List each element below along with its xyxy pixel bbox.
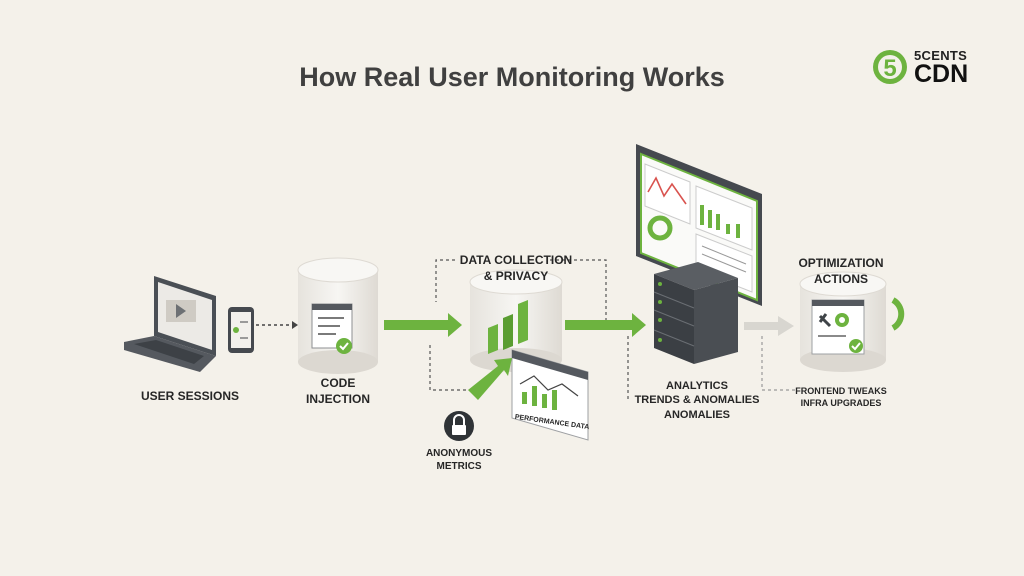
label-optimization-actions: OPTIMIZATION ACTIONS [784,256,898,287]
page-title: How Real User Monitoring Works [299,62,725,92]
logo-badge-digit: 5 [883,55,896,82]
label-code-injection: CODE INJECTION [296,376,380,407]
logo-line1: 5CENTS [914,48,968,63]
label-analytics-line2: TRENDS & ANOMALIES [634,394,760,407]
label-optimization-line1: OPTIMIZATION [798,256,884,270]
label-anonymous-metrics-line1: ANONYMOUS [425,448,493,459]
lock-icon [444,411,474,441]
label-data-collection-line1: DATA COLLECTION [459,253,573,267]
logo-badge-icon: 5 [873,50,907,84]
label-frontend-tweaks: FRONTEND TWEAKS [795,386,887,396]
check-icon [849,339,863,353]
dashboard-monitor-icon [636,144,762,306]
phone-icon [228,307,254,353]
privacy-dashed-frame [429,259,607,391]
label-code-injection-line2: INJECTION [305,391,370,406]
brand-logo: 5 5CENTS CDN [870,46,990,90]
data-collection-cylinder [469,269,563,372]
bar-chart-icon [488,324,498,354]
label-analytics: ANALYTICS TRENDS & ANOMALIES ANOMALIES [622,379,772,422]
label-optimization-line2: ACTIONS [814,271,868,286]
check-icon [336,338,352,354]
wrench-icon [818,313,832,328]
logo-line2: CDN [914,60,969,88]
label-user-sessions: USER SESSIONS [140,389,240,403]
server-stack-icon [653,262,738,364]
injection-to-collection-arrow [384,313,462,337]
session-arrow-head-icon [292,321,298,329]
label-data-collection-line2: & PRIVACY [483,268,549,283]
label-anonymous-metrics-line2: METRICS [436,461,482,472]
refresh-arc-icon [891,297,905,331]
label-optimization-details: FRONTEND TWEAKS INFRA UPGRADES [782,386,900,409]
label-analytics-line3: ANOMALIES [664,408,730,421]
anonymous-metrics-arrow [468,358,512,400]
performance-data-card [511,349,589,441]
label-infra-upgrades: INFRA UPGRADES [800,397,882,408]
optimization-cylinder [799,271,887,372]
laptop-icon [124,276,216,372]
label-data-collection: DATA COLLECTION & PRIVACY [446,253,586,284]
collection-to-analytics-arrow [565,313,646,337]
label-anonymous-metrics: ANONYMOUS METRICS [412,447,506,473]
label-analytics-line1: ANALYTICS [666,380,728,392]
analytics-to-optimization-arrow [744,316,794,336]
label-code-injection-line1: CODE [320,376,356,390]
code-injection-cylinder [297,257,379,374]
